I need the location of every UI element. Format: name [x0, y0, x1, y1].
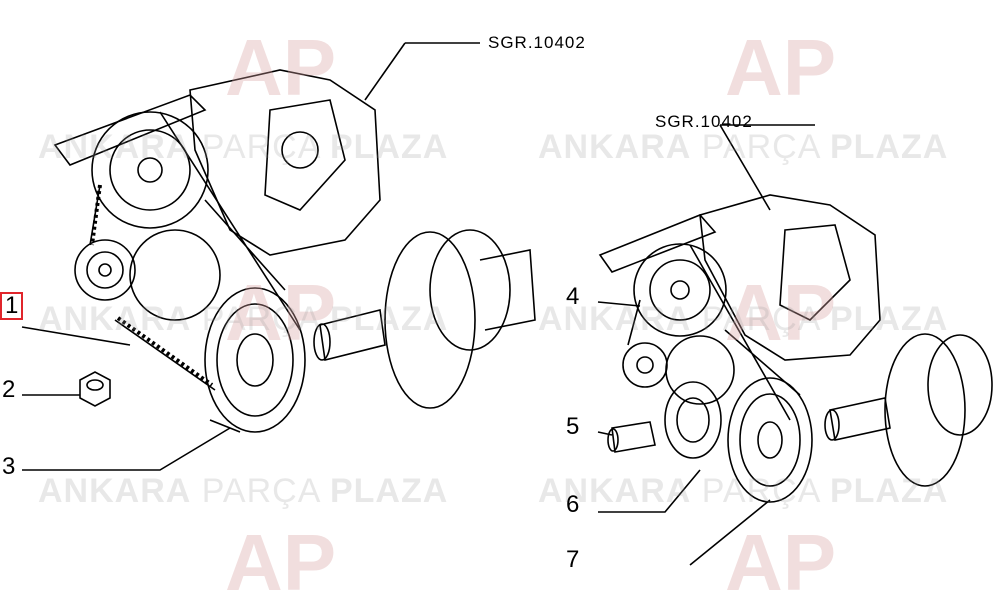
leader-7 — [689, 499, 771, 566]
v-belt-left — [159, 111, 301, 331]
svg-text:AP: AP — [225, 268, 336, 357]
small-pulley-right — [622, 342, 668, 388]
nut-left — [79, 371, 111, 407]
callout-1-highlighted[interactable]: 1 — [0, 292, 24, 320]
svg-text:AP: AP — [225, 23, 336, 112]
leader-1 — [21, 326, 131, 346]
callout-5[interactable]: 5 — [566, 413, 580, 440]
watermark-logos: AP AP AP AP AP AP — [225, 23, 836, 605]
callout-6[interactable]: 6 — [566, 491, 580, 518]
svg-text:AP: AP — [725, 268, 836, 357]
upper-pulley-left — [91, 111, 209, 229]
crankshaft-right — [884, 333, 966, 487]
v-belt-right — [689, 244, 801, 421]
callout-4[interactable]: 4 — [566, 283, 580, 310]
upper-pulley-right — [633, 243, 727, 337]
leader-6 — [598, 469, 701, 513]
watermark-text: ANKARA PARÇA PLAZA — [538, 300, 949, 338]
callout-7[interactable]: 7 — [566, 546, 580, 573]
pump-detail-left — [264, 99, 346, 211]
reference-code-right: SGR.10402 — [655, 112, 753, 131]
tensioner-right — [664, 381, 722, 459]
leader-4 — [597, 301, 641, 307]
bolt-right — [611, 421, 656, 453]
reference-code-left: SGR.10402 — [488, 33, 586, 52]
crank-pulley-left — [204, 287, 306, 433]
small-pulley-left — [74, 239, 136, 301]
svg-text:AP: AP — [725, 23, 836, 112]
watermark-text: ANKARA PARÇA PLAZA — [538, 128, 949, 166]
bracket-right — [598, 214, 717, 273]
callout-3[interactable]: 3 — [2, 453, 16, 480]
leader-ref-left — [364, 42, 480, 101]
svg-text:AP: AP — [225, 518, 336, 600]
svg-text:AP: AP — [725, 518, 836, 600]
watermark-text: ANKARA PARÇA PLAZA — [38, 300, 449, 338]
watermark-text: ANKARA PARÇA PLAZA — [38, 472, 449, 510]
watermark-text: ANKARA PARÇA PLAZA — [538, 472, 949, 510]
crank-pulley-right — [727, 377, 813, 503]
leader-3 — [22, 427, 231, 471]
leader-5 — [597, 431, 613, 436]
watermark-text: ANKARA PARÇA PLAZA — [38, 128, 449, 166]
leader-ref-right — [719, 124, 815, 211]
callout-2[interactable]: 2 — [2, 376, 16, 403]
pump-housing-left — [189, 69, 381, 256]
crankshaft-left — [384, 231, 476, 409]
